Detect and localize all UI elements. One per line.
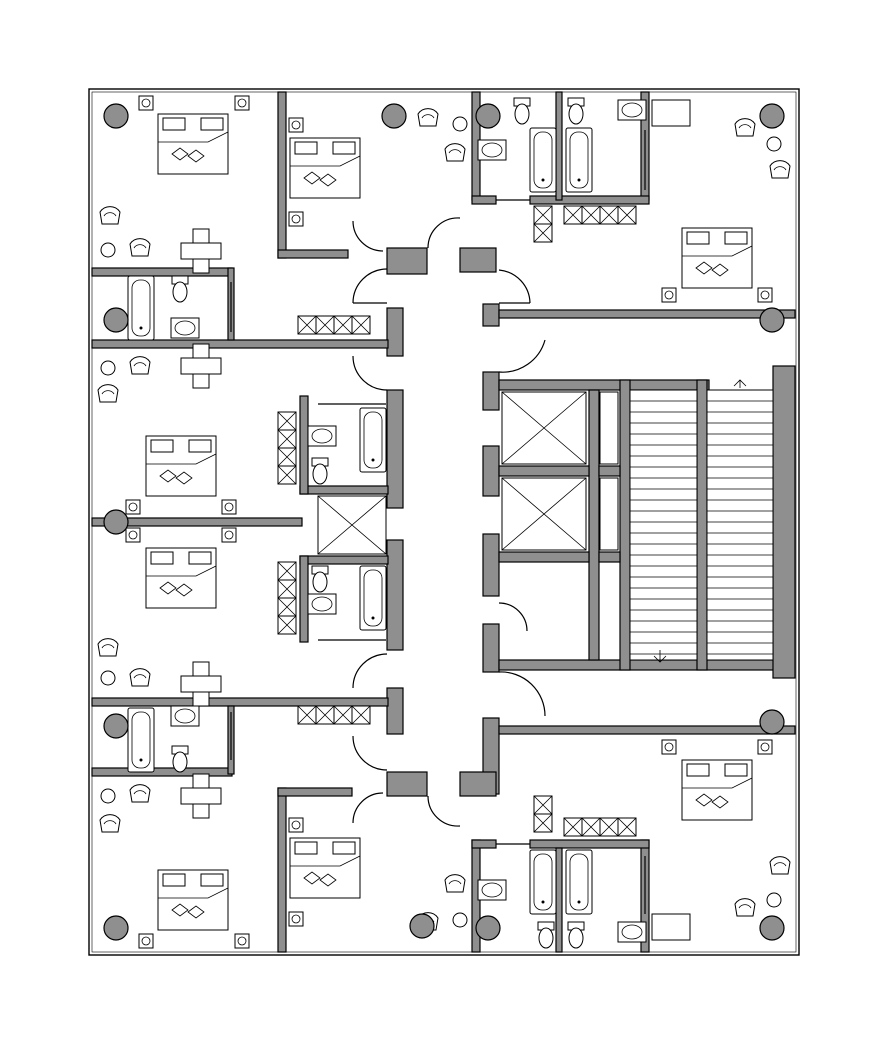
shaft-2: [599, 477, 619, 551]
stair-left: [629, 389, 698, 661]
corridor-doors: [352, 217, 546, 827]
elevator-2: [501, 477, 587, 551]
stair-arrow-down: [653, 650, 667, 663]
elevator-1: [501, 391, 587, 465]
round-tables: [100, 116, 782, 928]
desks: [180, 99, 691, 941]
center-shaft: [317, 495, 387, 555]
core-block: [498, 365, 796, 679]
corridor-walls: [386, 247, 500, 797]
outer-boundary: [88, 88, 800, 956]
stair-outline: [706, 389, 774, 661]
shaft-1: [599, 391, 619, 465]
bath-doors: [230, 130, 646, 914]
stair-outline: [629, 389, 698, 661]
stair-arrow-up: [733, 379, 747, 388]
columns: [103, 103, 785, 941]
stair-right: [706, 389, 774, 661]
